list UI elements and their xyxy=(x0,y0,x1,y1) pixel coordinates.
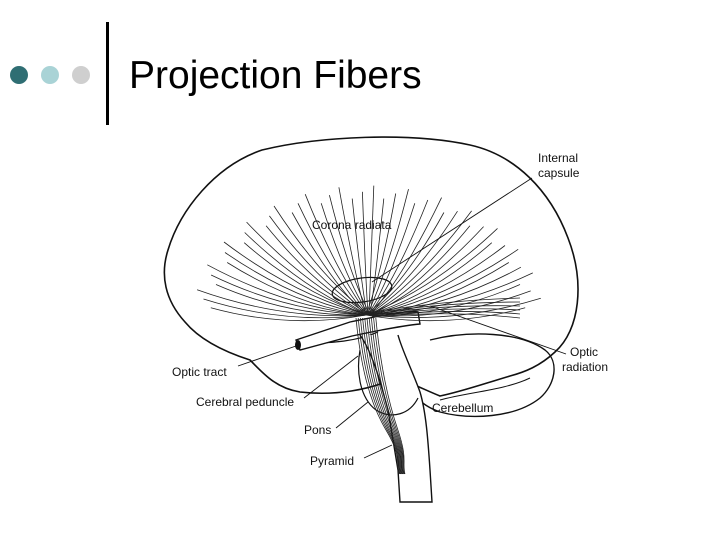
projection-fiber xyxy=(366,210,458,316)
optic-radiation-fiber xyxy=(371,311,521,317)
leader-optic-tract xyxy=(237,345,297,367)
label-cerebral-peduncle: Cerebral peduncle xyxy=(196,395,294,409)
descending-fiber xyxy=(357,317,401,475)
projection-fiber xyxy=(367,210,472,316)
cerebrum-outline xyxy=(163,136,579,397)
projection-fiber xyxy=(244,232,367,316)
projection-fiber xyxy=(203,298,368,319)
projection-fiber xyxy=(351,198,368,316)
optic-radiation-fiber xyxy=(371,301,521,314)
projection-fiber xyxy=(338,187,367,316)
projection-fiber xyxy=(246,221,368,316)
projection-fiber xyxy=(210,274,371,316)
projection-fiber xyxy=(210,307,367,322)
projection-fiber xyxy=(369,197,442,316)
label-optic-radiation-line1: Optic xyxy=(570,345,598,359)
descending-fiber xyxy=(364,317,403,475)
brainstem-outline xyxy=(359,334,433,503)
projection-fiber xyxy=(366,189,409,316)
projection-fiber xyxy=(215,284,370,316)
projection-fiber xyxy=(362,191,369,316)
optic-radiation-fiber xyxy=(371,313,521,319)
leader-cerebral-peduncle xyxy=(303,355,359,399)
bullet-dot-grey xyxy=(72,66,90,84)
bullet-dot-dark xyxy=(10,66,28,84)
label-corona-radiata: Corona radiata xyxy=(312,218,392,232)
descending-fiber xyxy=(362,317,402,475)
pyramidal-fibers xyxy=(355,317,406,475)
projection-fiber xyxy=(367,203,416,316)
optic-tract-end xyxy=(295,340,301,350)
projection-fiber xyxy=(243,242,371,316)
descending-fiber xyxy=(360,317,401,475)
label-internal-capsule-line1: Internal xyxy=(538,151,578,165)
projection-fiber xyxy=(365,212,445,316)
optic-radiation-fiber xyxy=(371,308,521,316)
descending-fiber xyxy=(355,317,400,475)
projection-fiber xyxy=(368,225,471,316)
label-optic-tract: Optic tract xyxy=(172,365,227,379)
projection-fiber xyxy=(367,245,506,316)
cerebellum-fold xyxy=(439,377,531,401)
projection-fiber xyxy=(368,199,429,316)
projection-fiber xyxy=(223,241,370,316)
cerebellum-outline xyxy=(409,333,555,418)
label-pons: Pons xyxy=(304,423,331,437)
projection-fiber xyxy=(226,262,368,316)
optic-radiation-fiber xyxy=(371,305,521,315)
slide-title: Projection Fibers xyxy=(129,54,422,97)
corona-radiata-fibers xyxy=(196,185,541,322)
projection-fiber xyxy=(207,264,367,316)
descending-fiber xyxy=(366,317,403,475)
projection-fiber xyxy=(297,203,368,316)
descending-fiber xyxy=(371,317,405,475)
bullet-dot-light xyxy=(41,66,59,84)
projection-fiber xyxy=(196,289,369,317)
projection-fiber xyxy=(365,266,522,316)
descending-fiber xyxy=(373,317,405,475)
leader-optic-radiation xyxy=(429,305,567,355)
title-divider xyxy=(106,22,109,125)
label-internal-capsule-line2: capsule xyxy=(538,166,580,180)
leader-pyramid xyxy=(363,444,393,459)
label-cerebellum: Cerebellum xyxy=(432,401,493,415)
projection-fiber xyxy=(273,205,371,316)
label-pyramid: Pyramid xyxy=(310,454,354,468)
projection-fiber xyxy=(291,212,367,316)
descending-fiber xyxy=(375,317,406,475)
leader-internal-capsule xyxy=(371,177,533,283)
projection-fiber xyxy=(365,193,397,316)
projection-fiber xyxy=(224,252,369,316)
projection-fiber xyxy=(365,307,526,322)
optic-radiation-fiber xyxy=(371,297,521,313)
projection-fiber xyxy=(369,297,541,318)
projection-fiber xyxy=(265,225,369,316)
projection-fiber xyxy=(304,194,369,316)
descending-fiber xyxy=(368,317,404,475)
leader-pons xyxy=(335,401,369,429)
projection-fiber xyxy=(365,228,498,316)
label-optic-radiation-line2: radiation xyxy=(562,360,608,374)
